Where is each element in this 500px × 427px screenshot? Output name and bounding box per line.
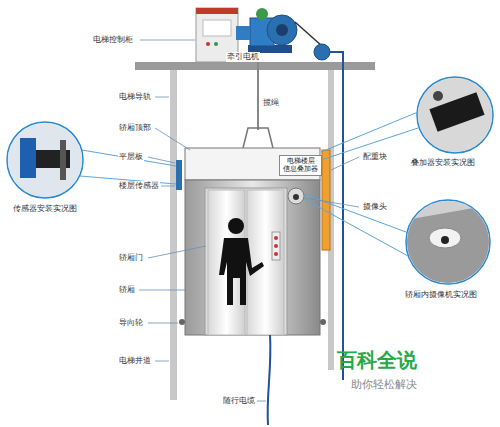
- camera-photo: [405, 200, 495, 290]
- overlay-photo: [415, 75, 495, 155]
- part-label: 牵引电机: [226, 52, 260, 62]
- callout-leader: [80, 112, 418, 256]
- part-label: 摄像头: [362, 202, 388, 212]
- photo-caption: 传感器安装实况图: [12, 204, 78, 214]
- leader-line: [139, 40, 359, 401]
- part-label: 轿厢: [118, 285, 136, 295]
- part-label: 随行电缆: [222, 396, 256, 406]
- sensor-photo: [7, 122, 88, 202]
- watermark: 百科全说: [336, 348, 418, 372]
- info-overlay-box: 电梯楼层 信息叠加器: [279, 155, 322, 176]
- part-label: 电梯导轨: [118, 92, 152, 102]
- traction-motor: [236, 8, 297, 53]
- part-label: 配重块: [362, 152, 388, 162]
- photo-caption: 叠加器安装实况图: [410, 158, 476, 168]
- top-beam: [135, 62, 375, 70]
- part-label: 导向轮: [118, 318, 144, 328]
- box-text: 电梯楼层 信息叠加器: [283, 157, 318, 174]
- photo-caption: 轿厢内摄像机实况图: [404, 290, 478, 300]
- counterweight: [322, 150, 330, 250]
- part-label: 轿厢顶部: [118, 123, 152, 133]
- part-label: 电梯井道: [118, 356, 152, 366]
- car-door: [247, 190, 284, 335]
- travelling-cable: [268, 335, 271, 425]
- person-icon: [219, 218, 264, 305]
- camera: [288, 188, 304, 204]
- guide-wheel: [179, 319, 185, 325]
- watermark-subtitle: 助你轻松解决: [350, 378, 418, 392]
- pulley: [314, 44, 330, 60]
- rope: [257, 53, 259, 130]
- part-label: 揽绳: [262, 98, 280, 108]
- counterweight-rope: [330, 52, 343, 380]
- car-body: [185, 180, 320, 335]
- part-label: 电梯控制柜: [92, 35, 134, 45]
- floor-sensor: [176, 160, 182, 190]
- guide-wheel: [320, 319, 326, 325]
- part-label: 轿厢门: [118, 253, 144, 263]
- shaft-wall: [170, 70, 177, 400]
- part-label: 平层板: [118, 152, 144, 162]
- part-label: 楼层传感器: [118, 181, 160, 191]
